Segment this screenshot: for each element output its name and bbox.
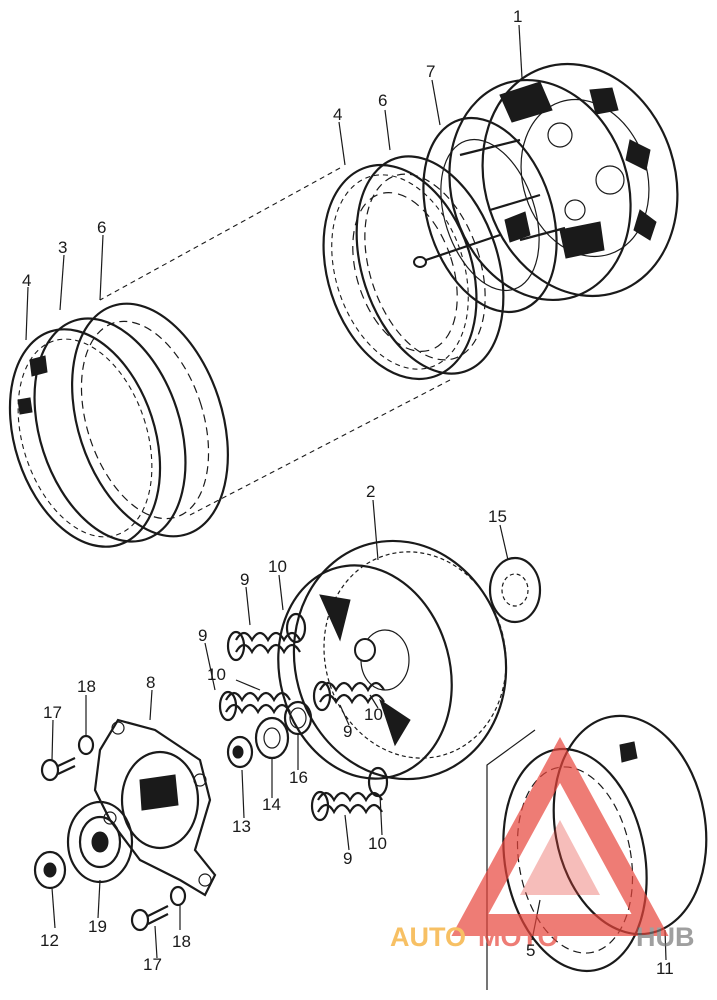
watermark-text-moto: MOTO bbox=[478, 922, 559, 952]
clutch-center-hub bbox=[277, 539, 508, 781]
clutch-plate-upper bbox=[355, 155, 505, 375]
callout-9-bottom: 9 bbox=[343, 849, 352, 868]
bolt-lower bbox=[130, 905, 169, 932]
callout-10-top: 10 bbox=[268, 557, 287, 576]
callout-17-lower: 17 bbox=[143, 955, 162, 974]
lock-nut bbox=[226, 735, 254, 769]
watermark-inner-triangle-icon bbox=[520, 820, 600, 895]
release-bearing bbox=[66, 800, 134, 884]
callout-2: 2 bbox=[366, 482, 375, 501]
friction-disc-lower bbox=[8, 328, 162, 548]
callout-18-lower: 18 bbox=[172, 932, 191, 951]
clutch-outer-housing bbox=[448, 62, 679, 302]
spring-center bbox=[312, 680, 385, 712]
callout-11: 11 bbox=[656, 959, 674, 978]
lock-washer bbox=[254, 716, 290, 760]
callout-6-lower: 6 bbox=[97, 218, 106, 237]
callout-15: 15 bbox=[488, 507, 507, 526]
washer-upper bbox=[77, 734, 95, 756]
callout-19: 19 bbox=[88, 917, 107, 936]
spring-middle bbox=[218, 690, 291, 722]
callout-9-center: 9 bbox=[343, 722, 352, 741]
callout-4-upper: 4 bbox=[333, 105, 342, 124]
callout-16: 16 bbox=[289, 768, 308, 787]
callout-14: 14 bbox=[262, 795, 281, 814]
assembly-guide-lines bbox=[99, 167, 451, 516]
bearing-holder-plate bbox=[93, 718, 217, 897]
splined-washer bbox=[488, 556, 542, 624]
watermark-text-hub: HUB bbox=[636, 922, 695, 952]
washer-12 bbox=[33, 850, 67, 890]
callout-labels: 1 7 6 4 6 3 4 2 15 9 10 9 10 8 18 17 9 1… bbox=[22, 7, 674, 978]
callout-10-bottom: 10 bbox=[368, 834, 387, 853]
clutch-springs bbox=[218, 612, 389, 822]
cover-plate bbox=[552, 714, 708, 936]
washer-lower bbox=[169, 885, 187, 907]
pressure-plate bbox=[413, 116, 566, 314]
callout-17-upper: 17 bbox=[43, 703, 62, 722]
callout-8: 8 bbox=[146, 673, 155, 692]
callout-12: 12 bbox=[40, 931, 59, 950]
callout-3: 3 bbox=[58, 238, 67, 257]
thrust-washer bbox=[283, 700, 313, 736]
spring-top bbox=[226, 612, 307, 662]
bolt-upper bbox=[40, 757, 76, 782]
callout-10-middle: 10 bbox=[207, 665, 226, 684]
callout-18-upper: 18 bbox=[77, 677, 96, 696]
callout-9-middle: 9 bbox=[198, 626, 207, 645]
watermark-triangle-icon bbox=[451, 737, 669, 936]
watermark-logo: AUTO MOTO HUB bbox=[390, 737, 695, 952]
leader-lines bbox=[25, 24, 667, 961]
plain-plate bbox=[33, 317, 187, 543]
callout-5: 5 bbox=[526, 941, 535, 960]
friction-disc-upper bbox=[322, 163, 478, 381]
callout-4-lower: 4 bbox=[22, 271, 31, 290]
callout-6-upper: 6 bbox=[378, 91, 387, 110]
watermark-text-auto: AUTO bbox=[390, 922, 466, 952]
clutch-plate-lower bbox=[71, 302, 229, 538]
callout-13: 13 bbox=[232, 817, 251, 836]
spring-bottom bbox=[310, 766, 389, 822]
callout-7: 7 bbox=[426, 62, 435, 81]
callout-1: 1 bbox=[513, 7, 522, 26]
callout-9-top: 9 bbox=[240, 570, 249, 589]
callout-10-center: 10 bbox=[364, 705, 383, 724]
